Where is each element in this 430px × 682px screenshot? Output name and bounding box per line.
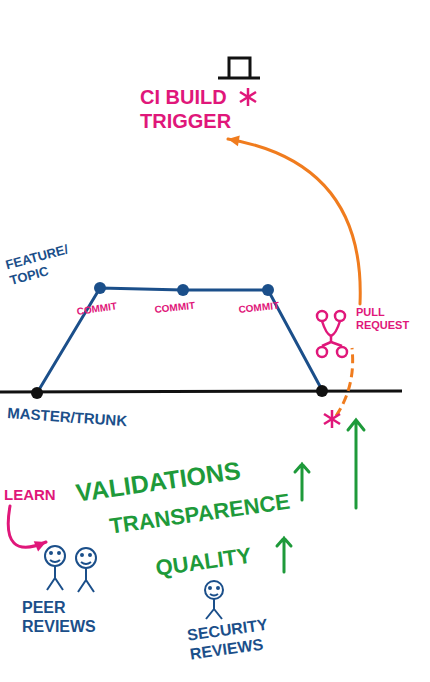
- pull-request-icon: [317, 311, 347, 357]
- arrow-head: [228, 135, 240, 146]
- reviewer-figure: [45, 546, 96, 592]
- note-label: MASTER/TRUNK: [7, 404, 168, 433]
- note-label: COMMIT: [238, 298, 299, 316]
- arrow-head: [34, 541, 46, 551]
- note-label: COMMIT: [154, 298, 215, 316]
- node-text: PULL REQUEST: [356, 306, 414, 332]
- diagram-node: PEER REVIEWS: [22, 540, 100, 636]
- connector-line: [228, 139, 360, 304]
- commit-dot: [262, 284, 274, 296]
- trunk-line: [0, 391, 402, 392]
- reviewer-figure: [205, 581, 223, 619]
- orange-stroke: [336, 348, 353, 416]
- connector-line: [8, 506, 46, 547]
- node-text: PEER REVIEWS: [22, 598, 100, 636]
- branch-dot: [31, 387, 43, 399]
- commit-dot: [94, 282, 106, 294]
- connector: [8, 506, 46, 551]
- merge-dot: [316, 385, 328, 397]
- asterisk: [240, 88, 256, 106]
- note-label: SECURITY REVIEWS: [186, 607, 330, 664]
- ci-icon: [218, 58, 260, 78]
- diagram-node: LEARN: [4, 486, 60, 504]
- commit-dot: [177, 284, 189, 296]
- branch-line: [37, 288, 322, 393]
- note-label: QUALITY: [154, 537, 296, 583]
- note-label: FEATURE/ TOPIC: [4, 242, 72, 288]
- node-text: LEARN: [4, 486, 60, 504]
- connector: [228, 135, 360, 304]
- diagram-node: PULL REQUEST: [356, 306, 414, 332]
- diagram-node: CI BUILD TRIGGER: [140, 85, 236, 133]
- note-label: COMMIT: [76, 298, 137, 318]
- asterisk: [324, 410, 340, 428]
- node-text: CI BUILD TRIGGER: [140, 85, 236, 133]
